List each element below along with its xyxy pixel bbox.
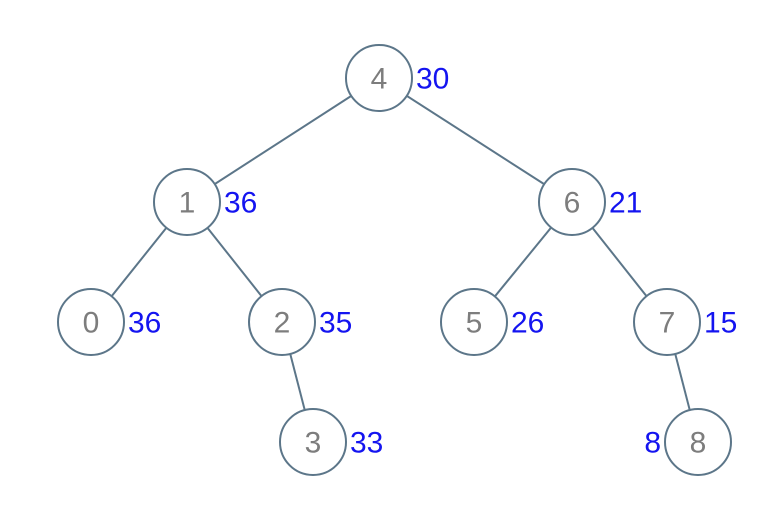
tree-edge-4-1 bbox=[186, 77, 380, 203]
node-key-label: 6 bbox=[564, 187, 581, 220]
tree-node-5: 5 26 bbox=[440, 288, 544, 356]
node-value-label: 30 bbox=[416, 63, 449, 96]
node-value-label: 8 bbox=[644, 427, 661, 460]
tree-node-0: 0 36 bbox=[57, 288, 161, 356]
node-key-label: 1 bbox=[179, 187, 196, 220]
node-circle bbox=[153, 168, 221, 236]
node-key-label: 5 bbox=[466, 307, 483, 340]
node-value-label: 26 bbox=[511, 307, 544, 340]
node-key-label: 3 bbox=[305, 427, 322, 460]
tree-node-1: 1 36 bbox=[153, 168, 257, 236]
node-key-label: 4 bbox=[371, 63, 388, 96]
tree-node-4: 4 30 bbox=[345, 44, 449, 112]
tree-node-2: 2 35 bbox=[248, 288, 352, 356]
node-key-label: 0 bbox=[83, 307, 100, 340]
tree-node-7: 7 15 bbox=[633, 288, 737, 356]
node-value-label: 21 bbox=[609, 187, 642, 220]
node-key-label: 8 bbox=[690, 427, 707, 460]
node-circle bbox=[664, 408, 732, 476]
node-value-label: 15 bbox=[704, 307, 737, 340]
node-value-label: 33 bbox=[350, 427, 383, 460]
node-circle bbox=[538, 168, 606, 236]
tree-node-8: 88 bbox=[644, 408, 732, 476]
node-circle bbox=[440, 288, 508, 356]
node-circle bbox=[345, 44, 413, 112]
tree-edge-4-6 bbox=[378, 77, 573, 203]
tree-node-6: 6 21 bbox=[538, 168, 642, 236]
node-circle bbox=[633, 288, 701, 356]
node-circle bbox=[248, 288, 316, 356]
node-circle bbox=[57, 288, 125, 356]
node-value-label: 36 bbox=[224, 187, 257, 220]
node-circle bbox=[279, 408, 347, 476]
node-value-label: 35 bbox=[319, 307, 352, 340]
node-key-label: 2 bbox=[274, 307, 291, 340]
node-key-label: 7 bbox=[659, 307, 676, 340]
node-value-label: 36 bbox=[128, 307, 161, 340]
